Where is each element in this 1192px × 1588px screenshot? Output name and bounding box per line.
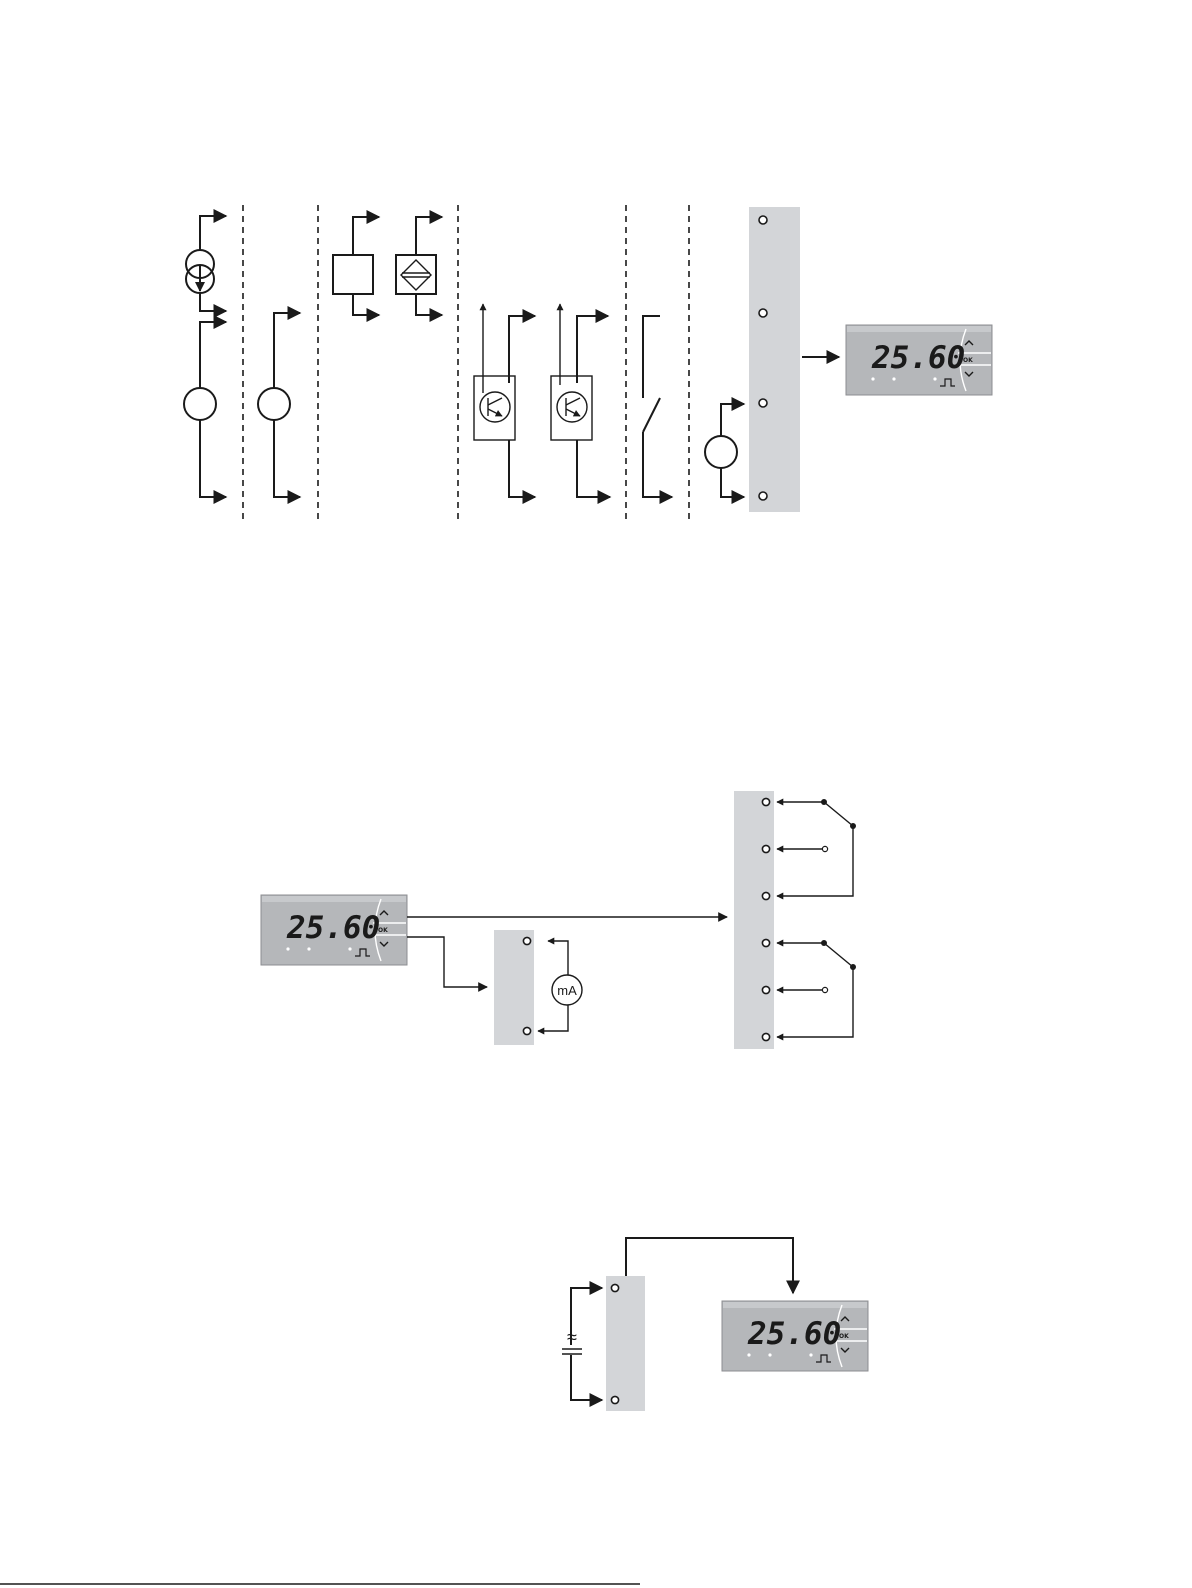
display-reading: 25.60 [871,340,965,376]
milliammeter-label: mA [557,983,577,998]
panel-meter-display: 25.60 OK [722,1301,868,1371]
power-terminal-block [606,1276,645,1411]
pnp-transistor-symbol [551,304,610,497]
npn-transistor-symbol [474,304,535,497]
relay-terminal-block [734,791,774,1049]
supply-line-bottom [571,1355,602,1400]
display-reading: 25.60 [286,910,380,946]
power-feed-line [626,1238,793,1293]
power-supply-diagram: ≈ 25.60 OK [562,1238,868,1411]
proximity-sensor-symbol [396,217,442,315]
display-reading: 25.60 [747,1316,841,1352]
input-source-symbol [705,404,744,497]
ac-dc-symbol: ≈ [567,1327,577,1347]
panel-meter-display: 25.60 OK [261,895,407,965]
analog-output-terminal-block [494,930,534,1045]
output-wiring-diagram: 25.60 OK mA [261,791,856,1049]
switch-symbol [643,316,672,497]
ok-button-label: OK [839,1333,849,1340]
milliammeter-symbol: mA [538,941,582,1031]
panel-meter-display: 25.60 OK [846,325,992,395]
ok-button-label: OK [378,927,388,934]
voltage-source-symbol [258,313,300,497]
sensor-symbol [184,322,226,497]
analog-output-line [407,937,487,987]
current-source-symbol [186,216,226,311]
terminal-block [749,207,800,512]
input-types-diagram: 25.60 OK [184,205,992,522]
relay-2-contacts [777,940,856,1037]
ok-button-label: OK [963,357,973,364]
contact-box-symbol [333,217,379,315]
relay-1-contacts [777,799,856,896]
